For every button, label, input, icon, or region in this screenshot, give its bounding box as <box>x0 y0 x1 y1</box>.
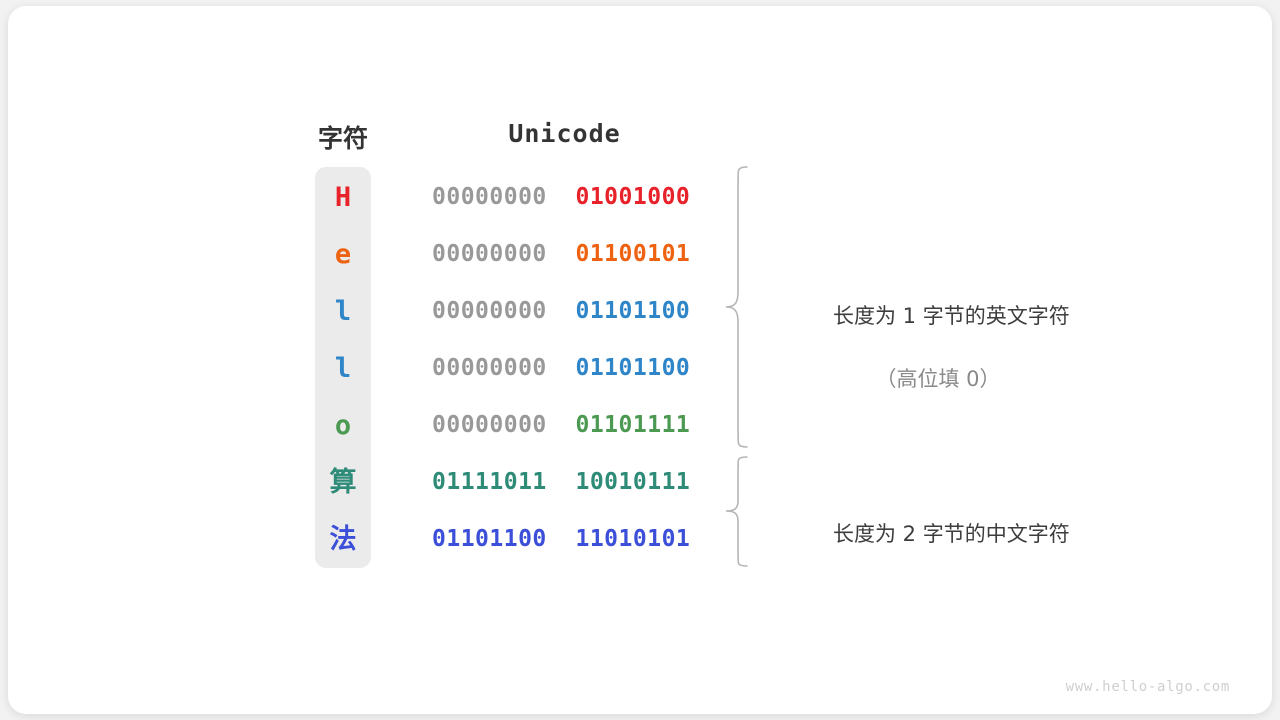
row-low-byte: 11010101 <box>575 526 691 552</box>
annotation-ascii: 长度为 1 字节的英文字符 （高位填 0） <box>768 276 1108 441</box>
row-unicode-bits: 00000000 01101100 <box>432 283 722 340</box>
row-character: o <box>334 410 352 441</box>
table-row: H 00000000 01001000 <box>305 169 725 226</box>
row-unicode-bits: 00000000 01101111 <box>432 397 722 454</box>
row-character: e <box>334 239 352 270</box>
column-header-unicode: Unicode <box>508 119 621 148</box>
annotation-cjk: 长度为 2 字节的中文字符 <box>768 494 1108 572</box>
annotation-cjk-main: 长度为 2 字节的中文字符 <box>832 522 1070 546</box>
figure-card: 字符 Unicode H 00000000 01001000 e 00000000 0… <box>8 6 1272 714</box>
row-character: l <box>334 353 352 384</box>
row-low-byte: 01101111 <box>575 412 691 438</box>
brace-cjk-group <box>725 456 751 568</box>
column-header-character: 字符 <box>317 125 368 153</box>
row-low-byte: 01101100 <box>575 355 691 381</box>
row-high-byte: 00000000 <box>432 355 547 381</box>
character-column-background <box>315 167 371 568</box>
row-unicode-bits: 01101100 11010101 <box>432 511 722 568</box>
annotation-ascii-sub: （高位填 0） <box>875 367 1001 391</box>
watermark: www.hello-algo.com <box>1065 679 1230 695</box>
table-row: 法 01101100 11010101 <box>305 511 725 568</box>
row-high-byte: 00000000 <box>432 412 547 438</box>
row-low-byte: 10010111 <box>575 469 691 495</box>
brace-ascii-group <box>725 166 751 448</box>
annotation-ascii-main: 长度为 1 字节的英文字符 <box>832 304 1070 328</box>
row-high-byte: 00000000 <box>432 241 547 267</box>
row-low-byte: 01100101 <box>575 241 691 267</box>
row-high-byte: 01111011 <box>432 469 547 495</box>
row-low-byte: 01101100 <box>575 298 691 324</box>
row-unicode-bits: 00000000 01100101 <box>432 226 722 283</box>
row-high-byte: 00000000 <box>432 298 547 324</box>
row-high-byte: 00000000 <box>432 184 547 210</box>
row-low-byte: 01001000 <box>575 184 691 210</box>
table-row: 算 01111011 10010111 <box>305 454 725 511</box>
row-unicode-bits: 01111011 10010111 <box>432 454 722 511</box>
row-high-byte: 01101100 <box>432 526 547 552</box>
row-unicode-bits: 00000000 01001000 <box>432 169 722 226</box>
row-character: 法 <box>329 524 357 555</box>
row-character: H <box>334 182 352 213</box>
table-row: l 00000000 01101100 <box>305 283 725 340</box>
row-character: 算 <box>329 467 357 498</box>
table-row: o 00000000 01101111 <box>305 397 725 454</box>
table-row: l 00000000 01101100 <box>305 340 725 397</box>
row-character: l <box>334 296 352 327</box>
row-unicode-bits: 00000000 01101100 <box>432 340 722 397</box>
table-row: e 00000000 01100101 <box>305 226 725 283</box>
